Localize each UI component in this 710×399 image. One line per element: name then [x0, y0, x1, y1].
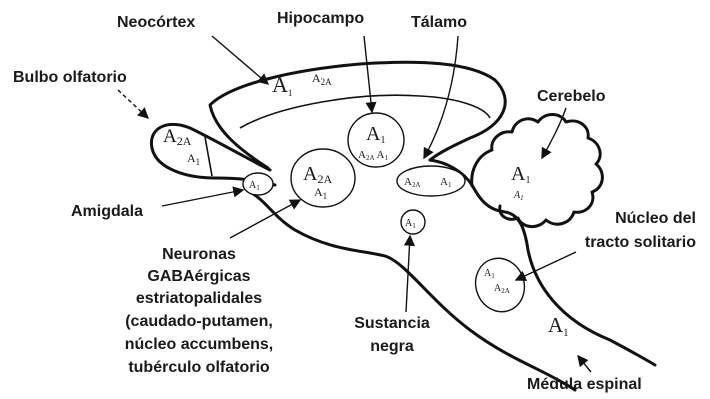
label-medula-espinal: Médula espinal	[527, 376, 642, 393]
bulb-receptors: A2A A1	[163, 126, 200, 167]
label-neuronas-l4: (caudado-putamen,	[125, 313, 273, 330]
label-nucleo-l2: tracto solitario	[585, 234, 696, 251]
label-neuronas: Neuronas GABAérgicas estriatopalidales (…	[125, 246, 274, 376]
label-hipocampo: Hipocampo	[277, 10, 364, 27]
cerebellum-a1-small: A1	[513, 190, 524, 202]
spinal-a1: A1	[548, 313, 569, 339]
arrow-bulbo	[118, 90, 148, 118]
arrow-nucleo	[516, 252, 576, 280]
cerebellum	[472, 115, 603, 227]
bulb-divider	[205, 137, 212, 176]
label-neuronas-l1: Neuronas	[162, 246, 236, 263]
label-neuronas-l6: tubérculo olfatorio	[128, 359, 270, 376]
label-neuronas-l5: núcleo accumbens,	[125, 336, 274, 353]
label-neuronas-l3: estriatopalidales	[136, 290, 262, 307]
label-cerebelo: Cerebelo	[537, 88, 606, 105]
neocortex-a2a: A2A	[312, 71, 332, 87]
label-sustancia-l1: Sustancia	[354, 315, 430, 332]
label-neocortex: Neocórtex	[117, 14, 195, 31]
neocortex-receptors: A1 A2A	[272, 71, 332, 98]
label-bulbo-olfatorio: Bulbo olfatorio	[13, 69, 127, 86]
cerebellum-a1: A1	[511, 163, 530, 186]
arrow-hipocampo	[364, 36, 372, 112]
label-talamo: Tálamo	[411, 14, 467, 31]
label-amigdala: Amigdala	[71, 203, 143, 220]
brainstem-upper	[430, 160, 655, 365]
arrow-neocortex	[212, 36, 268, 84]
label-sustancia-l2: negra	[370, 338, 414, 355]
cerebellum-receptors: A1 A1	[511, 163, 530, 202]
arrow-amigdala	[162, 190, 243, 206]
arrow-medula	[578, 356, 591, 372]
neocortex-a1: A1	[272, 72, 292, 98]
bulb-a2a: A2A	[163, 126, 192, 148]
bulb-a1: A1	[187, 151, 200, 167]
label-nucleo-l1: Núcleo del	[615, 210, 696, 227]
label-neuronas-l2: GABAérgicas	[147, 268, 250, 285]
